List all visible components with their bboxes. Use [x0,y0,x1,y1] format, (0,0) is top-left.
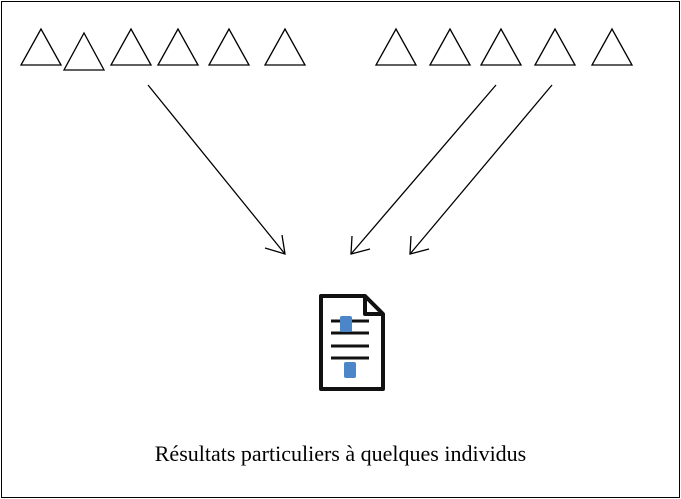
triangle-node [109,27,153,66]
right-triangle-group [374,27,634,66]
arrow-head [409,235,430,255]
arrow-head [350,235,371,255]
document-marker [344,362,356,378]
diagram-caption: Résultats particuliers à quelques indivi… [154,441,527,466]
triangle-node [590,27,634,66]
arrow-head [264,234,286,255]
triangle-node [263,27,307,66]
triangle-node [533,27,577,66]
arrow-group [147,84,553,255]
triangle-node [374,27,418,66]
left-triangle-group [19,27,307,71]
triangle-node [156,27,200,66]
arrow-from-right-group-2 [409,84,553,255]
arrow-from-left-group [147,84,286,255]
document-fold [363,296,383,316]
triangle-node [207,27,251,66]
triangle-node [19,27,63,66]
arrow-from-right-group-1 [350,84,497,255]
arrow-shaft [350,84,497,255]
arrow-shaft [409,84,553,255]
triangle-node [428,27,472,66]
triangle-node [62,31,106,71]
document-marker [340,316,352,332]
document-outline [319,294,385,391]
triangle-node [479,27,523,66]
document-icon [319,294,385,391]
arrow-shaft [147,84,286,255]
